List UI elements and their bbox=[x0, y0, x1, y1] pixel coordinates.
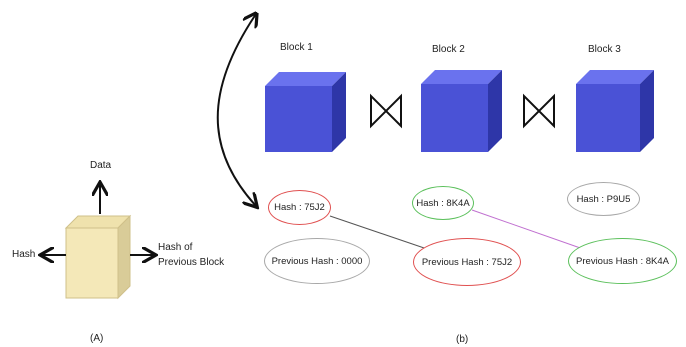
generic-block-cube bbox=[64, 214, 132, 300]
block-1-hash: Hash : 75J2 bbox=[268, 190, 331, 225]
panel-a-caption: (A) bbox=[90, 333, 104, 344]
data-label: Data bbox=[90, 160, 112, 171]
hash-link-1 bbox=[329, 215, 431, 251]
chain-link-icon-1 bbox=[370, 93, 402, 129]
block-3-label: Block 3 bbox=[588, 44, 621, 55]
block-1-previous-hash: Previous Hash : 0000 bbox=[264, 238, 370, 284]
block-1-label: Block 1 bbox=[280, 42, 313, 53]
block-2-label: Block 2 bbox=[432, 44, 465, 55]
chain-link-icon-2 bbox=[523, 93, 555, 129]
block-3-previous-hash: Previous Hash : 8K4A bbox=[568, 238, 677, 284]
block-2-hash: Hash : 8K4A bbox=[412, 186, 474, 220]
hash-link-2 bbox=[471, 209, 587, 251]
hash-label: Hash bbox=[12, 249, 36, 260]
block-3-cube bbox=[576, 70, 654, 152]
zoom-curved-arrow bbox=[216, 14, 256, 206]
block-2-previous-hash: Previous Hash : 75J2 bbox=[413, 238, 521, 286]
block-3-hash: Hash : P9U5 bbox=[567, 182, 640, 216]
hash-of-label: Hash of bbox=[158, 242, 193, 253]
block-2-cube bbox=[421, 70, 502, 152]
panel-b-caption: (b) bbox=[456, 334, 469, 345]
block-1-cube bbox=[265, 72, 346, 152]
previous-block-label: Previous Block bbox=[158, 257, 225, 268]
